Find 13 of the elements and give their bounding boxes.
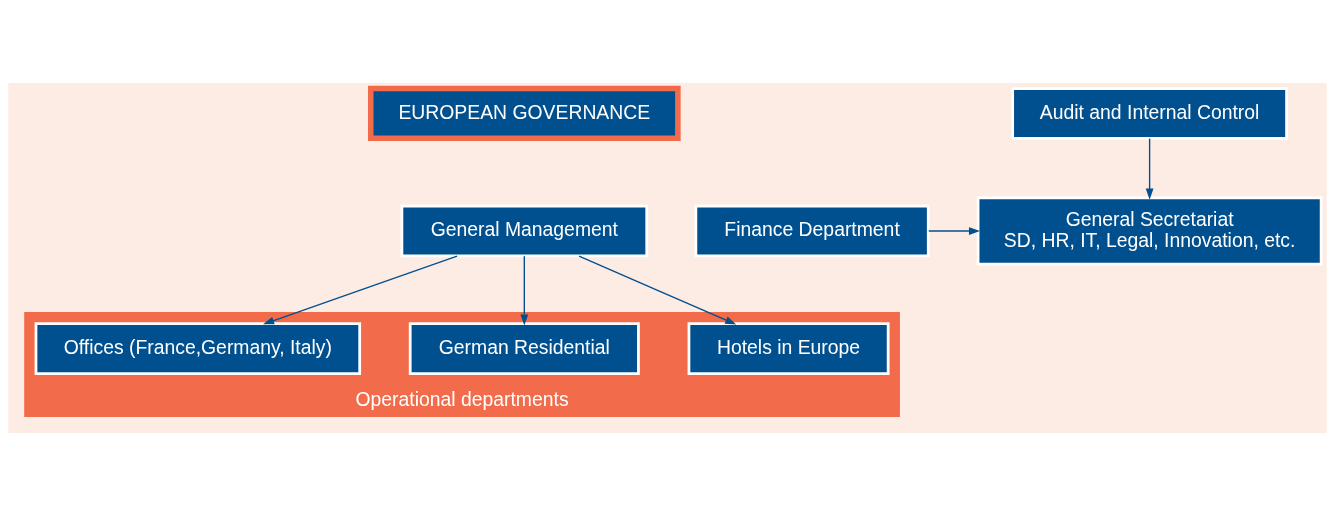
arrow xyxy=(1145,137,1154,200)
node-box: Hotels in Europe xyxy=(687,322,890,375)
arrow xyxy=(578,255,737,325)
node-box: General Secretariat SD, HR, IT, Legal, Innovation, etc. xyxy=(976,196,1323,266)
node-box: German Residential xyxy=(408,322,640,375)
node-box: Finance Department xyxy=(694,204,930,258)
node-box: EUROPEAN GOVERNANCE xyxy=(368,85,681,142)
arrow xyxy=(263,255,458,325)
node-box: Audit and Internal Control xyxy=(1011,87,1288,140)
arrow xyxy=(520,255,529,326)
node-box: General Management xyxy=(400,204,649,258)
node-box: Offices (France,Germany, Italy) xyxy=(34,322,362,375)
arrow xyxy=(928,227,980,235)
